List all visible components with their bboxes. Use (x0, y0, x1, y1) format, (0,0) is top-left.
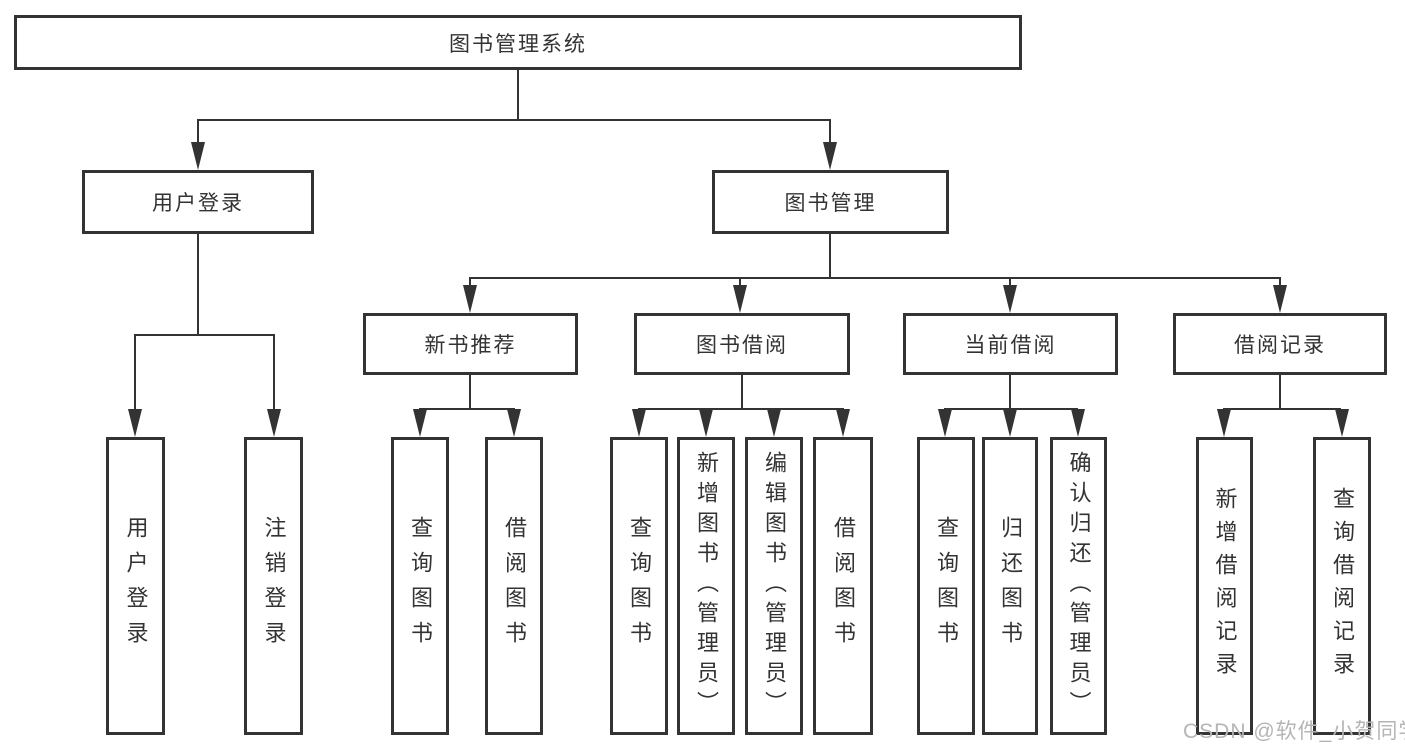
connector-line (418, 407, 516, 411)
node-new-book-recommend: 新书推荐 (363, 313, 578, 375)
leaf-edit-book-admin: 编辑图书（管理员） (745, 437, 803, 735)
leaf-user-login-label: 用户登录 (123, 516, 149, 656)
leaf-query-books-3: 查询图书 (917, 437, 975, 735)
leaf-user-login: 用户登录 (106, 437, 165, 735)
csdn-watermark: CSDN @软件_小贺同学 (1183, 720, 1405, 743)
node-borrow-records: 借阅记录 (1173, 313, 1387, 375)
arrowhead-icon (267, 409, 281, 437)
connector-line (637, 407, 845, 411)
leaf-add-book-admin-label: 新增图书（管理员） (694, 451, 719, 721)
connector-line (468, 276, 1282, 280)
arrowhead-icon (1335, 409, 1349, 437)
leaf-add-borrow-record: 新增借阅记录 (1196, 437, 1253, 735)
connector-line (828, 120, 832, 148)
arrowhead-icon (699, 409, 713, 437)
leaf-query-books-1-label: 查询图书 (408, 516, 433, 656)
node-book-management: 图书管理 (712, 170, 949, 234)
leaf-query-books-3-label: 查询图书 (934, 516, 959, 656)
node-root-label: 图书管理系统 (449, 32, 587, 56)
connector-line (196, 118, 832, 122)
connector-line (468, 278, 472, 290)
leaf-confirm-return-admin-label: 确认归还（管理员） (1066, 451, 1092, 721)
leaf-query-books-2-label: 查询图书 (627, 516, 652, 656)
leaf-add-borrow-record-label: 新增借阅记录 (1212, 487, 1238, 685)
leaf-borrow-books-2: 借阅图书 (813, 437, 873, 735)
leaf-return-book-label: 归还图书 (998, 516, 1023, 656)
leaf-query-books-1: 查询图书 (391, 437, 449, 735)
leaf-logout-label: 注销登录 (261, 516, 287, 656)
node-book-borrow-label: 图书借阅 (696, 334, 788, 357)
arrowhead-icon (1217, 409, 1231, 437)
connector-line (1278, 278, 1282, 290)
leaf-return-book: 归还图书 (982, 437, 1038, 735)
connector-line (740, 375, 744, 410)
node-current-borrow-label: 当前借阅 (964, 334, 1057, 357)
arrowhead-icon (733, 285, 747, 313)
node-book-management-label: 图书管理 (784, 192, 877, 215)
connector-line (133, 335, 137, 415)
connector-line (1222, 407, 1342, 411)
node-book-borrow: 图书借阅 (634, 313, 850, 375)
arrowhead-icon (836, 409, 850, 437)
connector-line (133, 333, 276, 337)
arrowhead-icon (1003, 409, 1017, 437)
node-new-book-recommend-label: 新书推荐 (424, 334, 517, 357)
node-user-login: 用户登录 (82, 170, 314, 234)
leaf-query-borrow-record-label: 查询借阅记录 (1330, 487, 1355, 685)
node-current-borrow: 当前借阅 (903, 313, 1118, 375)
connector-line (738, 278, 742, 290)
node-user-login-label: 用户登录 (152, 192, 244, 215)
leaf-borrow-books-1: 借阅图书 (485, 437, 543, 735)
node-root: 图书管理系统 (14, 15, 1022, 70)
arrowhead-icon (938, 409, 952, 437)
connector-line (1008, 375, 1012, 410)
leaf-borrow-books-1-label: 借阅图书 (502, 516, 527, 656)
connector-line (468, 375, 472, 410)
arrowhead-icon (191, 142, 205, 170)
arrowhead-icon (1071, 409, 1085, 437)
arrowhead-icon (767, 409, 781, 437)
connector-line (516, 70, 520, 120)
leaf-add-book-admin: 新增图书（管理员） (677, 437, 735, 735)
connector-line (272, 335, 276, 415)
node-borrow-records-label: 借阅记录 (1234, 334, 1326, 357)
connector-line (196, 120, 200, 148)
leaf-logout: 注销登录 (244, 437, 303, 735)
leaf-query-books-2: 查询图书 (610, 437, 668, 735)
leaf-edit-book-admin-label: 编辑图书（管理员） (762, 451, 787, 721)
arrowhead-icon (1273, 285, 1287, 313)
connector-line (196, 234, 200, 335)
leaf-query-borrow-record: 查询借阅记录 (1313, 437, 1371, 735)
arrowhead-icon (463, 285, 477, 313)
arrowhead-icon (823, 142, 837, 170)
arrowhead-icon (632, 409, 646, 437)
leaf-confirm-return-admin: 确认归还（管理员） (1050, 437, 1107, 735)
arrowhead-icon (413, 409, 427, 437)
connector-line (1278, 375, 1282, 410)
arrowhead-icon (1003, 285, 1017, 313)
connector-line (828, 234, 832, 278)
arrowhead-icon (507, 409, 521, 437)
connector-line (1008, 278, 1012, 290)
arrowhead-icon (128, 409, 142, 437)
leaf-borrow-books-2-label: 借阅图书 (831, 516, 856, 656)
